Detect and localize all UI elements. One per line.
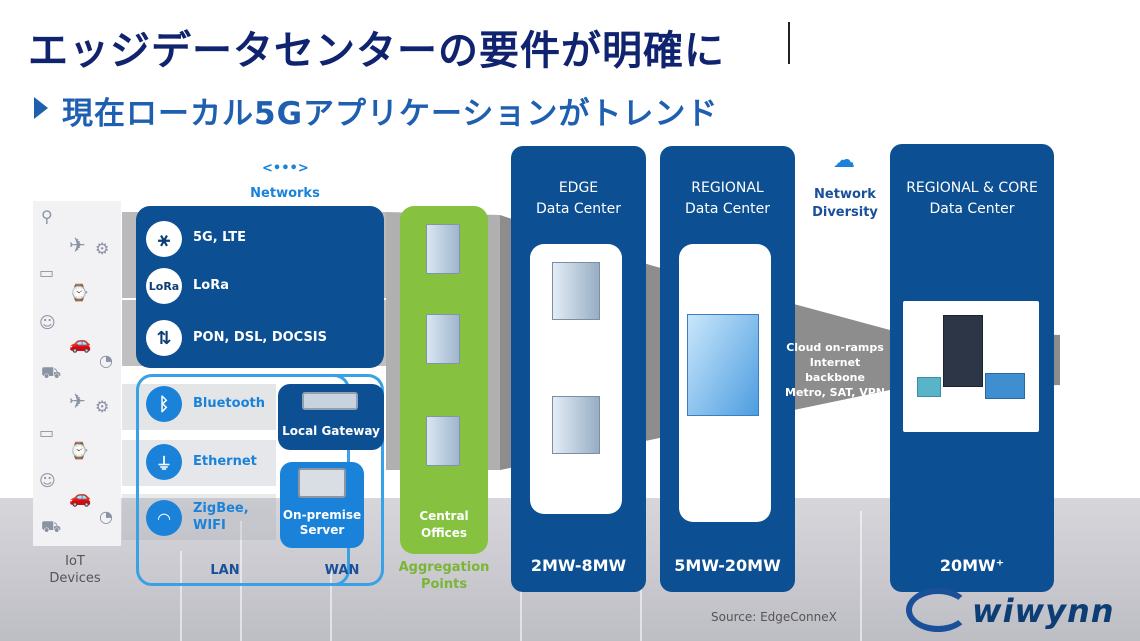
- network-item-pon: PON, DSL, DOCSIS: [193, 330, 328, 345]
- wiwynn-logo: wiwynn: [972, 592, 1115, 630]
- slide-title: エッジデータセンターの要件が明確に: [28, 28, 725, 74]
- cloud-icon: ☁: [833, 148, 855, 173]
- monitor-icon: ▭: [39, 423, 55, 442]
- iot-devices-column: ⚲ ✈ ⚙ ▭ ⌚ ☺ 🚗 ◔ ⛟ ✈ ⚙ ▭ ⌚ ☺ 🚗 ◔ ⛟: [33, 201, 121, 546]
- network-item-5g: 5G, LTE: [193, 230, 247, 245]
- local-gateway-label: Local Gateway: [282, 424, 380, 438]
- edge-dc-panel: EDGE Data Center 2MW-8MW: [511, 146, 646, 592]
- monitor-icon: ▭: [39, 263, 55, 282]
- car-icon: 🚗: [69, 487, 92, 508]
- wan-box: [270, 374, 384, 586]
- arrows-icon: ⇅: [146, 320, 182, 356]
- gear-icon: ⚙: [95, 239, 110, 258]
- core-dc-subtitle: Data Center: [929, 201, 1015, 217]
- cloud-line: Metro, SAT, VPN: [785, 386, 885, 399]
- on-premise-server-box: On-premise Server: [280, 462, 364, 548]
- on-premise-server-label: On-premise Server: [282, 508, 362, 537]
- local-gateway-box: Local Gateway: [278, 384, 384, 450]
- core-dc-power: 20MW⁺: [939, 556, 1005, 575]
- person-icon: ☺: [39, 471, 56, 490]
- central-offices-label: Central Offices: [419, 509, 469, 540]
- core-dc-inner: [903, 301, 1039, 432]
- iot-devices-label: IoT Devices: [49, 554, 101, 586]
- core-dc-panel: REGIONAL & CORE Data Center 20MW⁺: [890, 144, 1054, 592]
- watch-icon: ⌚: [69, 441, 89, 460]
- edge-dc-power: 2MW-8MW: [530, 556, 627, 575]
- person-icon: ☺: [39, 313, 56, 332]
- building-icon: [426, 314, 460, 364]
- wiwynn-logo-mark: [906, 588, 970, 632]
- cloud-line: Internet backbone: [805, 356, 865, 384]
- solar-panel-icon: [985, 373, 1025, 399]
- lan-item-bluetooth: Bluetooth: [193, 396, 265, 411]
- wan-label: WAN: [324, 563, 360, 578]
- antenna-icon: ⚹: [146, 221, 182, 257]
- lora-icon: LoRa: [146, 268, 182, 304]
- watch-icon: ⌚: [69, 283, 89, 302]
- network-diversity-label: Network Diversity: [812, 187, 878, 220]
- gauge-icon: ◔: [99, 351, 113, 370]
- airplane-icon: ✈: [69, 389, 86, 413]
- forklift-icon: ⛟: [41, 517, 62, 536]
- cloud-line: Cloud on-ramps: [786, 341, 884, 354]
- switch-icon: [302, 392, 358, 410]
- networks-icon: <•••>: [262, 161, 309, 176]
- ethernet-icon: ⏚: [146, 444, 182, 480]
- lan-item-wifi: ZigBee, WIFI: [193, 501, 249, 533]
- regional-dc-inner: [679, 244, 771, 522]
- regional-dc-panel: REGIONAL Data Center 5MW-20MW: [660, 146, 795, 592]
- battery-icon: [917, 377, 941, 397]
- text-cursor: [788, 22, 790, 64]
- building-icon: [552, 396, 600, 454]
- server-icon: [298, 468, 346, 498]
- network-item-lora: LoRa: [193, 278, 229, 293]
- central-offices-column: Central Offices: [400, 206, 488, 554]
- building-icon: [552, 262, 600, 320]
- edge-dc-title: EDGE: [558, 180, 599, 196]
- regional-dc-title: REGIONAL: [691, 180, 764, 196]
- source-caption: Source: EdgeConneX: [711, 610, 837, 624]
- drone-icon: ⚲: [41, 207, 53, 226]
- regional-dc-power: 5MW-20MW: [674, 556, 781, 575]
- server-rack-icon: [943, 315, 983, 387]
- car-icon: 🚗: [69, 333, 92, 354]
- glass-building-icon: [687, 314, 759, 416]
- core-dc-title: REGIONAL & CORE: [906, 180, 1038, 196]
- gear-icon: ⚙: [95, 397, 110, 416]
- aggregation-points-label: Aggregation Points: [398, 560, 490, 592]
- lan-item-ethernet: Ethernet: [193, 454, 257, 469]
- slide-subtitle: 現在ローカル5Gアプリケーションがトレンド: [62, 96, 719, 132]
- gauge-icon: ◔: [99, 507, 113, 526]
- lan-label: LAN: [210, 563, 240, 578]
- building-icon: [426, 224, 460, 274]
- edge-dc-inner: [530, 244, 622, 514]
- bluetooth-icon: ᛒ: [146, 386, 182, 422]
- wifi-icon: ◠: [146, 500, 182, 536]
- forklift-icon: ⛟: [41, 363, 62, 382]
- edge-dc-subtitle: Data Center: [536, 201, 621, 217]
- bullet-arrow-icon: [34, 97, 48, 119]
- building-icon: [426, 416, 460, 466]
- airplane-icon: ✈: [69, 233, 86, 257]
- cloud-connections-text: Cloud on-ramps Internet backbone Metro, …: [780, 340, 890, 400]
- regional-dc-subtitle: Data Center: [685, 201, 770, 217]
- networks-label: Networks: [250, 186, 320, 201]
